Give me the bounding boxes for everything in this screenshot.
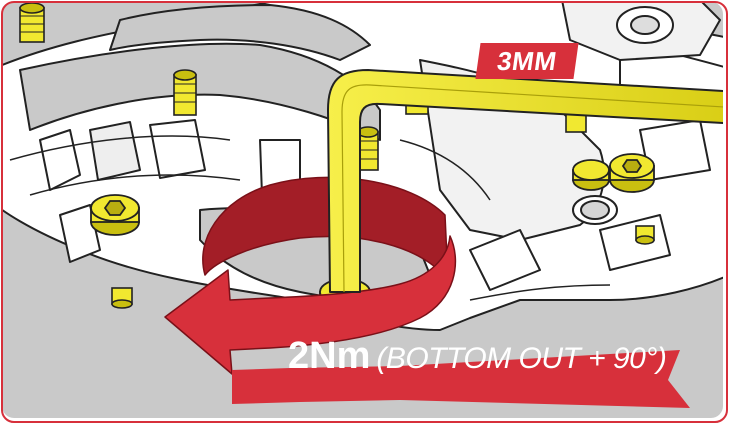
torque-value: 2Nm xyxy=(288,335,371,377)
socket-bolt-icon xyxy=(572,159,610,191)
hex-key-icon xyxy=(327,69,723,293)
torque-note: (BOTTOM OUT + 90°) xyxy=(376,342,667,375)
pin-icon xyxy=(19,2,45,43)
pin-icon xyxy=(635,225,655,245)
socket-bolt-icon xyxy=(609,153,655,193)
pin-icon xyxy=(173,69,197,116)
tool-size-tag: 3MM xyxy=(475,43,579,79)
rotation-arrow-icon xyxy=(164,176,690,408)
tool-size-label: 3MM xyxy=(495,46,559,76)
torque-label: 2Nm(BOTTOM OUT + 90°) xyxy=(288,331,667,384)
pin-icon xyxy=(111,287,133,309)
socket-bolt-icon xyxy=(90,194,140,236)
